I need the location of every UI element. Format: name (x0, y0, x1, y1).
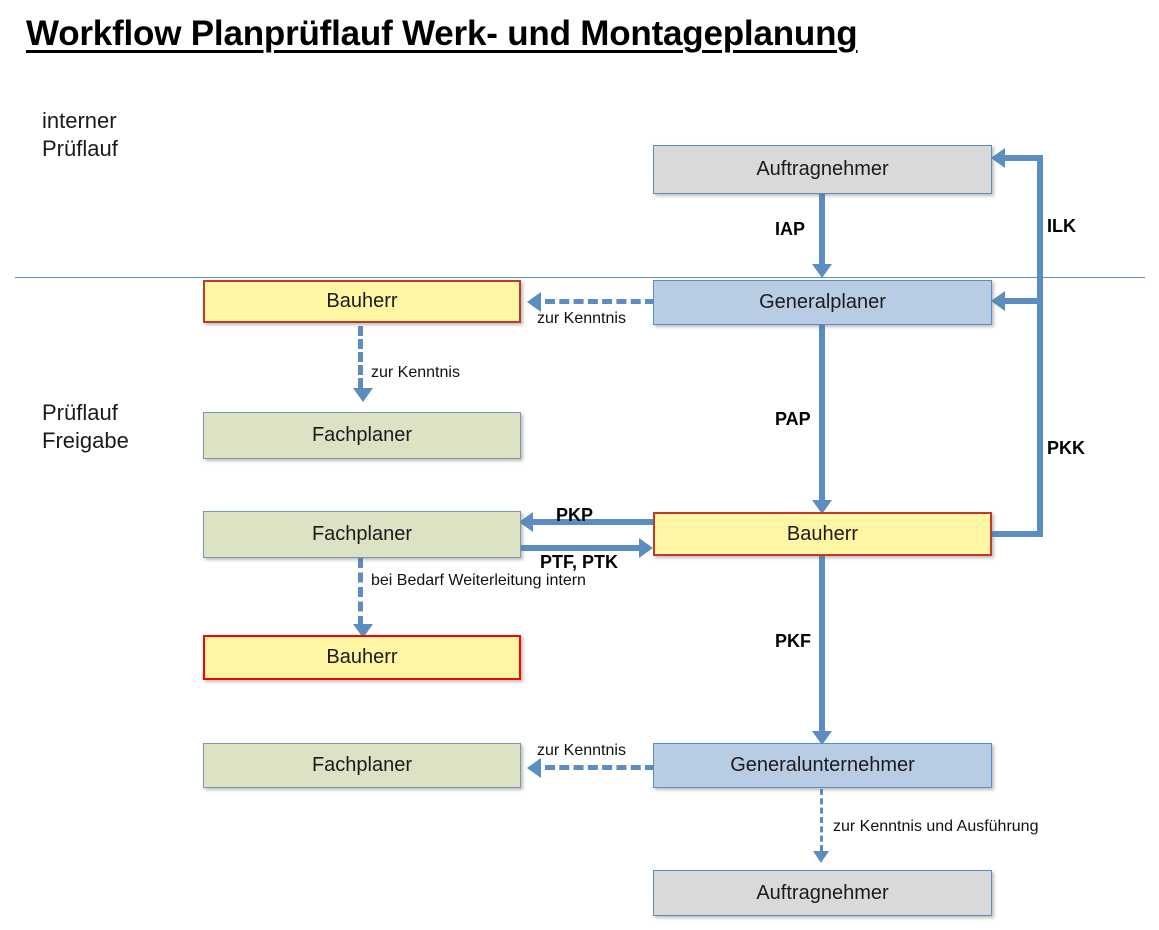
edge-ilk-label: ILK (1047, 216, 1076, 236)
edge-pkf-line (819, 556, 825, 734)
node-bauherr-top[interactable]: Bauherr (203, 280, 521, 323)
node-label: Bauherr (786, 522, 859, 545)
node-bauherr-center[interactable]: Bauherr (653, 512, 992, 556)
edge-ilk-branch-top (1005, 155, 1041, 161)
edge-gu-fachplaner-dashed-line (545, 765, 655, 770)
node-label: Generalplaner (759, 291, 886, 313)
edge-gp-bauherr-arrowhead (527, 292, 541, 312)
node-fachplaner-1[interactable]: Fachplaner (203, 412, 521, 459)
edge-pap-label: PAP (775, 409, 811, 429)
node-label: Bauherr (326, 646, 398, 668)
edge-gu-fachplaner-arrowhead (527, 758, 541, 778)
edge-pap-line (819, 325, 825, 504)
edge-ilk-branch-generalplaner (1005, 298, 1041, 304)
edge-pkk-label: PKK (1047, 438, 1086, 458)
edge-ptf-ptk-line (521, 545, 639, 551)
edge-pkk-leg-bauherr (989, 531, 1043, 537)
edge-ilk-arrowhead-generalplaner (991, 291, 1005, 311)
edge-gu-auftragnehmer-label: zur Kenntnis und Ausführung (833, 818, 1039, 835)
node-label: Fachplaner (311, 523, 413, 545)
node-auftragnehmer-top[interactable]: Auftragnehmer (653, 145, 992, 194)
node-fachplaner-2[interactable]: Fachplaner (203, 511, 521, 558)
node-fachplaner-3[interactable]: Fachplaner (203, 743, 521, 788)
edge-ptf-ptk-label: PTF, PTK (540, 552, 619, 572)
edge-bei-bedarf-arrowhead (353, 624, 373, 638)
edge-iap-arrowhead (812, 264, 832, 278)
edge-iap-line (819, 194, 825, 264)
phase-divider-line (15, 277, 1145, 278)
edge-ptf-ptk-arrowhead (639, 538, 653, 558)
edge-return-vertical-line (1037, 155, 1043, 537)
edge-gp-bauherr-dashed-line (545, 299, 655, 304)
edge-bauherr-fachplaner-arrowhead (353, 388, 373, 402)
edge-bei-bedarf-label: bei Bedarf Weiterleitung intern (371, 572, 586, 589)
phase-label-release: Prüflauf Freigabe (42, 400, 129, 453)
node-label: Fachplaner (311, 424, 413, 446)
edge-pkf-label: PKF (775, 631, 811, 651)
edge-iap-label: IAP (775, 219, 806, 239)
node-label: Auftragnehmer (756, 881, 889, 904)
node-label: Auftragnehmer (756, 158, 889, 180)
edge-bauherr-fachplaner-label: zur Kenntnis (371, 364, 460, 381)
node-generalplaner[interactable]: Generalplaner (653, 280, 992, 325)
edge-ilk-arrowhead-top (991, 148, 1005, 168)
edge-pkf-arrowhead (812, 731, 832, 745)
edge-gp-bauherr-label: zur Kenntnis (537, 310, 626, 327)
phase-label-internal: interner Prüflauf (42, 108, 118, 161)
node-auftragnehmer-bottom[interactable]: Auftragnehmer (653, 870, 992, 916)
edge-pkp-arrowhead (519, 512, 533, 532)
edge-gu-fachplaner-label: zur Kenntnis (537, 742, 626, 759)
node-generalunternehmer[interactable]: Generalunternehmer (653, 743, 992, 788)
edge-gu-auftragnehmer-arrowhead (813, 851, 829, 863)
edge-gu-auftragnehmer-dashed-line (820, 789, 823, 851)
node-bauherr-bottom[interactable]: Bauherr (203, 635, 521, 680)
edge-bauherr-fachplaner-dashed-line (358, 326, 363, 388)
page-title: Workflow Planprüflauf Werk- und Montagep… (26, 14, 858, 53)
node-label: Fachplaner (311, 754, 413, 776)
edge-pkp-label: PKP (556, 505, 594, 525)
node-label: Generalunternehmer (730, 754, 915, 776)
edge-pkp-line (533, 519, 654, 525)
node-label: Bauherr (326, 290, 398, 312)
edge-pap-arrowhead (812, 500, 832, 514)
edge-bei-bedarf-dashed-line (358, 558, 363, 626)
